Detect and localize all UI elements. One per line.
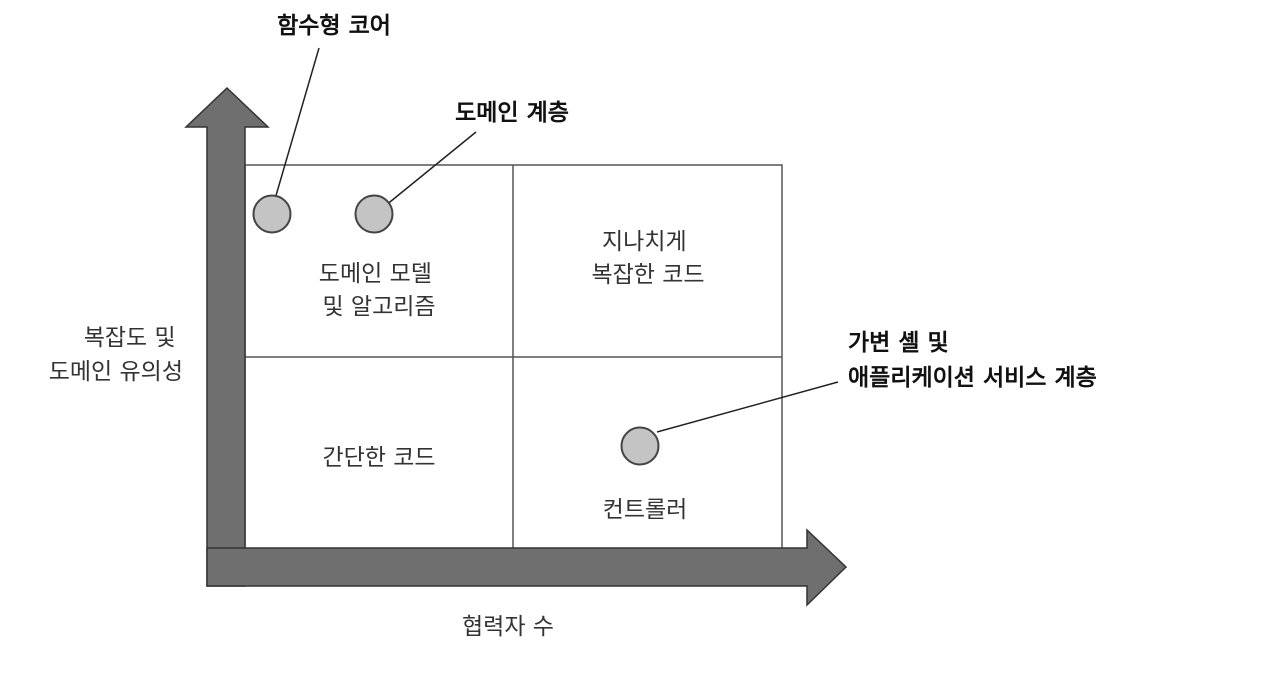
y-axis-label-line: 도메인 유의성 — [49, 359, 183, 385]
y-axis-label: 복잡도 및 도메인 유의성 — [49, 325, 183, 385]
marker-mutable-shell — [620, 426, 660, 466]
x-axis-arrow — [206, 528, 848, 607]
leader-line-domain-layer — [384, 131, 477, 207]
x-axis-label: 협력자 수 — [462, 614, 554, 640]
quadrant-label-line: 도메인 모델 — [319, 261, 432, 287]
callout-functional-core: 함수형 코어 — [277, 13, 391, 39]
quadrant-grid — [244, 164, 783, 550]
callout-line: 도메인 계층 — [455, 100, 569, 126]
callout-domain-layer: 도메인 계층 — [455, 100, 569, 126]
callout-mutable-shell: 가변 셸 및 애플리케이션 서비스 계층 — [848, 330, 1097, 391]
leader-line-functional-core — [274, 47, 320, 200]
quadrant-label-line: 지나치게 — [602, 229, 687, 255]
axes — [184, 86, 848, 607]
quadrant-label-line: 간단한 코드 — [322, 445, 435, 471]
marker-functional-core — [252, 194, 292, 234]
leader-line-mutable-shell — [656, 381, 839, 433]
quadrant-label-line: 컨트롤러 — [603, 497, 688, 523]
y-axis-arrow — [184, 86, 270, 587]
quadrant-label-line: 복잡한 코드 — [591, 262, 704, 288]
callout-line: 함수형 코어 — [277, 13, 391, 39]
markers — [252, 194, 660, 466]
y-axis-label-line: 복잡도 및 — [84, 325, 176, 351]
callout-line: 가변 셸 및 — [848, 330, 949, 356]
quadrant-label-top-right: 지나치게 복잡한 코드 — [591, 229, 704, 288]
quadrant-label-bottom-left: 간단한 코드 — [322, 445, 435, 471]
callout-line: 애플리케이션 서비스 계층 — [848, 365, 1097, 391]
leader-lines — [274, 47, 839, 433]
marker-domain-layer — [354, 194, 394, 234]
quadrant-label-top-left: 도메인 모델 및 알고리즘 — [319, 261, 439, 320]
quadrant-label-line: 및 알고리즘 — [322, 294, 435, 320]
quadrant-label-bottom-right: 컨트롤러 — [603, 497, 688, 523]
